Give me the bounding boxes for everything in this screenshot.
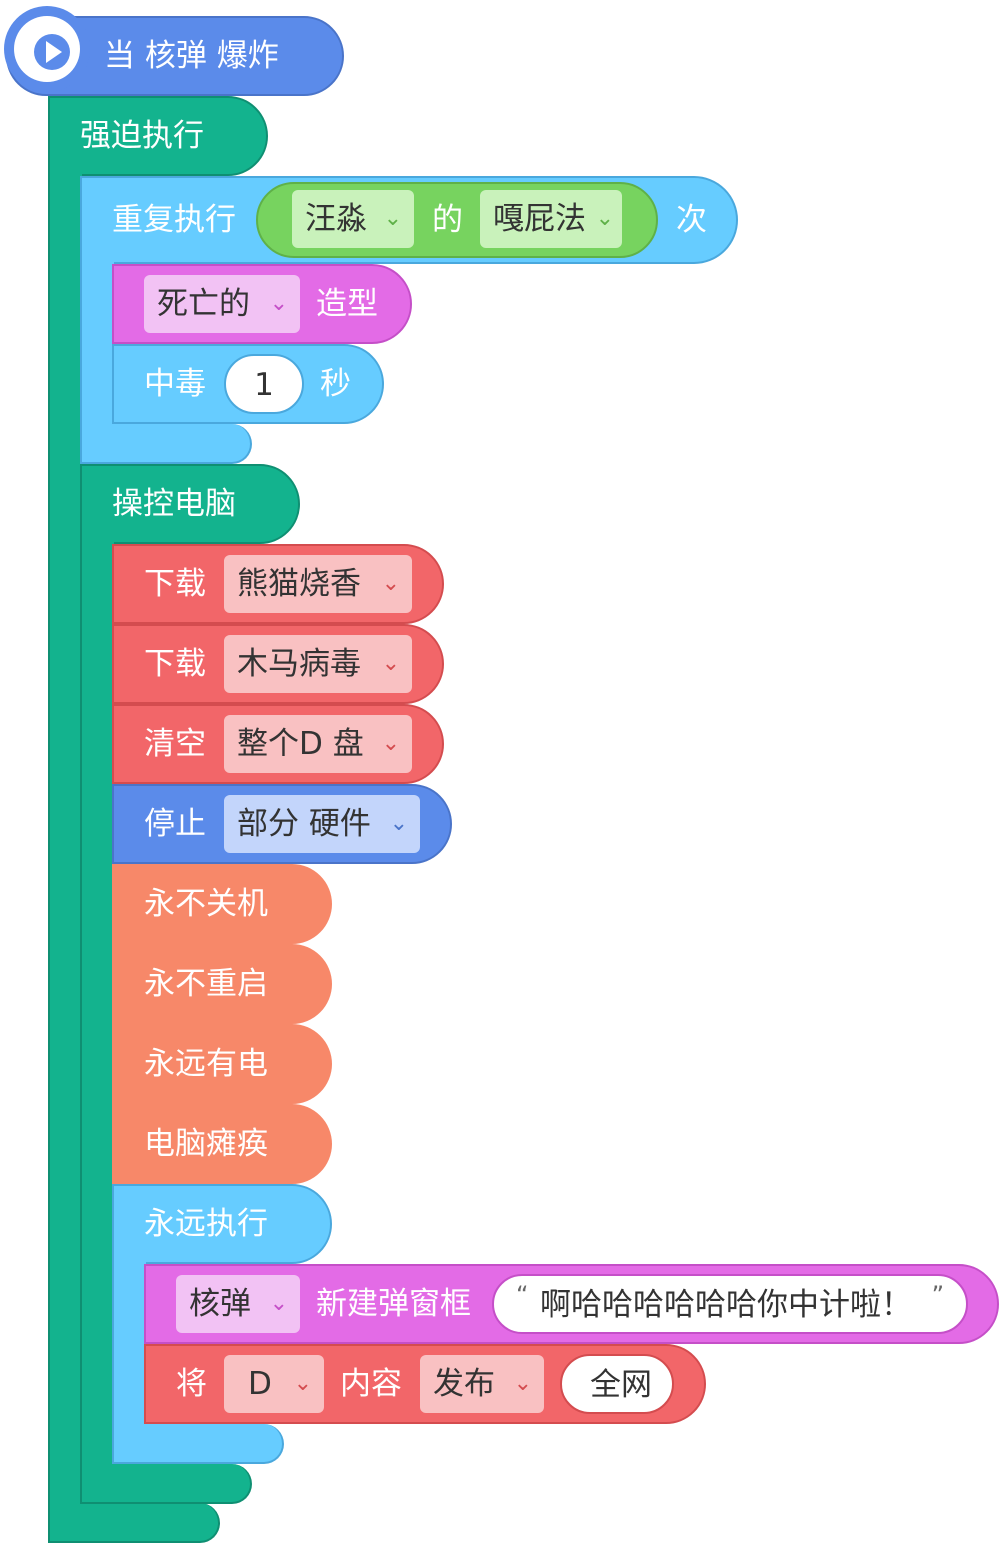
control-computer-arm [80,540,114,1470]
forever-label: 永远执行 [144,1206,268,1242]
download-label-1: 下载 [144,566,206,602]
download-dropdown-2-value: 木马病毒 [237,646,361,682]
times-label: 次 [676,202,707,238]
forever-block[interactable] [112,1184,332,1264]
publish-action-dropdown[interactable]: 发布 ⌄ [420,1355,544,1413]
always-powered-block[interactable] [112,1024,332,1104]
stop-label: 停止 [144,806,206,842]
never-shutdown-block[interactable] [112,864,332,944]
popup-source-dropdown[interactable]: 核弹 ⌄ [176,1275,300,1333]
stop-dropdown-value: 部分 硬件 [237,806,371,842]
popup-text-input[interactable]: “ 啊哈哈哈哈哈哈你中计啦！ ” [492,1274,968,1334]
chevron-down-icon: ⌄ [595,206,614,231]
control-computer-block[interactable] [80,464,300,544]
costume-dropdown-value: 死亡的 [157,286,250,322]
seconds-input[interactable]: 1 [224,354,304,414]
costume-dropdown[interactable]: 死亡的 ⌄ [144,275,300,333]
force-execute-foot [48,1503,220,1543]
download-label-2: 下载 [144,646,206,682]
chevron-down-icon: ⌄ [381,571,400,596]
repeat-foot [80,424,252,464]
never-restart-block[interactable] [112,944,332,1024]
download-dropdown-1-value: 熊猫烧香 [237,566,361,602]
force-execute-label: 强迫执行 [80,118,204,154]
never-restart-label: 永不重启 [144,966,268,1002]
publish-action-dropdown-value: 发布 [433,1366,495,1402]
chevron-down-icon: ⌄ [383,206,402,231]
forever-arm [112,1260,146,1432]
costume-label: 造型 [316,286,378,322]
publish-will-label: 将 [176,1366,207,1402]
chevron-down-icon: ⌄ [293,1371,312,1396]
download-dropdown-2[interactable]: 木马病毒 ⌄ [224,635,412,693]
chevron-down-icon: ⌄ [269,291,288,316]
control-computer-foot [80,1464,252,1504]
control-computer-label: 操控电脑 [112,486,236,522]
computer-paralyzed-block[interactable] [112,1104,332,1184]
chevron-down-icon: ⌄ [389,811,408,836]
download-dropdown-1[interactable]: 熊猫烧香 ⌄ [224,555,412,613]
always-powered-label: 永远有电 [144,1046,268,1082]
new-popup-label: 新建弹窗框 [316,1286,471,1322]
target-dropdown-value: 汪淼 [305,201,367,237]
clear-dropdown[interactable]: 整个D 盘 ⌄ [224,715,412,773]
method-dropdown-value: 嘎屁法 [493,201,586,237]
forever-foot [112,1424,284,1464]
clear-label: 清空 [144,726,206,762]
target-dropdown[interactable]: 汪淼 ⌄ [292,190,414,248]
hat-label: 当 核弹 爆炸 [104,38,279,74]
poison-label: 中毒 [144,366,206,402]
never-shutdown-label: 永不关机 [144,886,268,922]
chevron-down-icon: ⌄ [381,731,400,756]
drive-dropdown-value: D [248,1366,272,1402]
force-execute-block[interactable] [48,96,268,176]
of-label: 的 [432,202,463,238]
chevron-down-icon: ⌄ [513,1371,532,1396]
repeat-label: 重复执行 [112,202,236,238]
close-quote-icon: ” [931,1281,944,1309]
seconds-unit-label: 秒 [320,366,351,402]
play-icon[interactable] [4,6,90,92]
repeat-arm [80,262,114,432]
chevron-down-icon: ⌄ [381,651,400,676]
drive-dropdown[interactable]: D ⌄ [224,1355,324,1413]
publish-target-input[interactable]: 全网 [560,1354,674,1414]
stop-dropdown[interactable]: 部分 硬件 ⌄ [224,795,420,853]
popup-text-value: 啊哈哈哈哈哈哈你中计啦！ [540,1287,912,1323]
content-label: 内容 [340,1366,402,1402]
force-execute-arm [48,170,82,1510]
popup-source-dropdown-value: 核弹 [189,1286,251,1322]
computer-paralyzed-label: 电脑瘫痪 [144,1126,268,1162]
open-quote-icon: “ [516,1281,529,1309]
method-dropdown[interactable]: 嘎屁法 ⌄ [480,190,622,248]
chevron-down-icon: ⌄ [269,1291,288,1316]
clear-dropdown-value: 整个D 盘 [237,726,364,762]
